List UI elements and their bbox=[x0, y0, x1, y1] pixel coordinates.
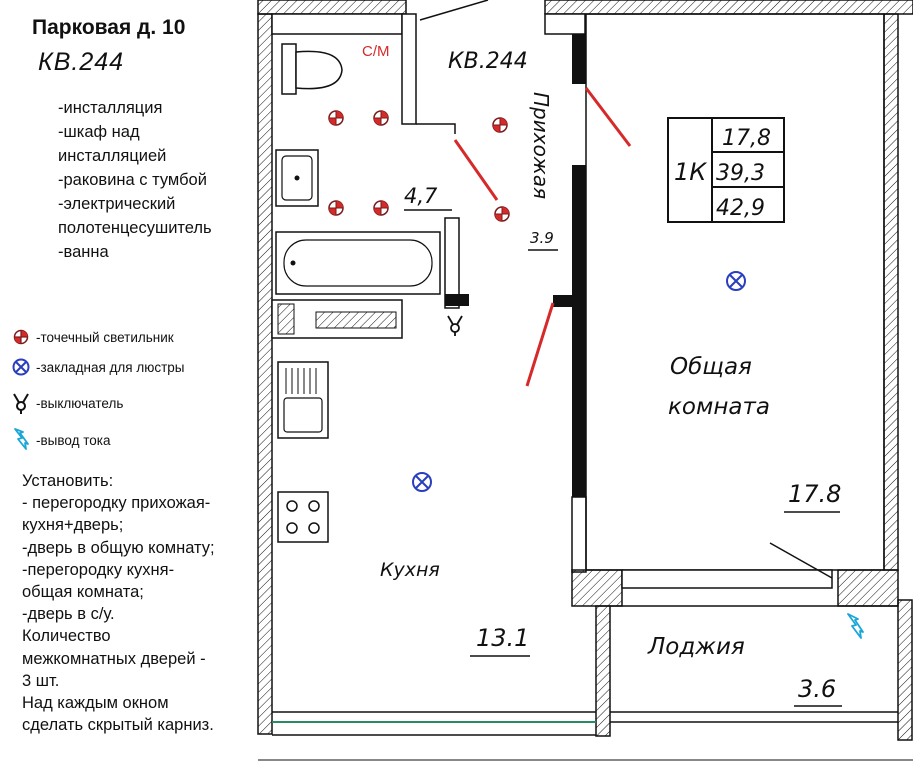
legend-item-spot-light: -точечный светильник bbox=[6, 328, 174, 346]
instruction-line: - перегородку прихожая- bbox=[22, 494, 211, 513]
partition-upper bbox=[572, 34, 586, 84]
loggia-left-wall bbox=[595, 605, 611, 737]
door-swing-line bbox=[419, 0, 489, 21]
legend-item-outlet: -вывод тока bbox=[6, 427, 110, 453]
partition-middle bbox=[572, 165, 586, 295]
loggia-wall-left bbox=[571, 569, 623, 607]
instruction-line: Установить: bbox=[22, 472, 114, 490]
legend-label: -выключатель bbox=[36, 395, 124, 411]
instruction-line: кухня+дверь; bbox=[22, 516, 124, 535]
red-marker-line bbox=[584, 87, 632, 147]
equipment-item: инсталляцией bbox=[58, 147, 167, 165]
right-outer-wall bbox=[883, 13, 899, 571]
legend-label: -вывод тока bbox=[36, 432, 111, 448]
instructions-list: Установить: - перегородку прихожая- кухн… bbox=[22, 470, 215, 736]
summary-type: 1К bbox=[674, 158, 707, 186]
stove-fixture bbox=[277, 491, 329, 543]
equipment-item: -электрический bbox=[58, 195, 176, 213]
living-room-area: 17.8 bbox=[788, 480, 841, 508]
summary-living-total: 39,3 bbox=[716, 161, 765, 186]
spot-light-icons bbox=[328, 110, 510, 222]
bathtub-fixture bbox=[275, 231, 441, 295]
loggia-right-wall bbox=[897, 599, 913, 741]
spot-light-icon bbox=[6, 328, 36, 346]
kitchen-area: 13.1 bbox=[476, 624, 529, 652]
partition-base bbox=[571, 496, 587, 573]
top-wall bbox=[257, 0, 407, 15]
equipment-item: -шкаф над bbox=[58, 123, 140, 141]
bathroom-right-lower-wall bbox=[444, 217, 460, 309]
instruction-line: 3 шт. bbox=[22, 671, 60, 690]
legend-item-chandelier: -закладная для люстры bbox=[6, 357, 185, 377]
sm-label: С/М bbox=[362, 43, 390, 60]
instruction-line: Над каждым окном bbox=[22, 694, 169, 713]
equipment-item: полотенцесушитель bbox=[58, 219, 212, 237]
hallway-area: 3.9 bbox=[530, 229, 554, 247]
living-room-label-2: комната bbox=[668, 394, 770, 420]
chandelier-mount-icon bbox=[726, 271, 746, 291]
bathroom-top-wall bbox=[271, 13, 403, 35]
plan-apartment-label: КВ.244 bbox=[448, 49, 528, 74]
toilet-fixture bbox=[281, 43, 343, 95]
instruction-line: -дверь в общую комнату; bbox=[22, 538, 215, 557]
loggia-wall-right bbox=[837, 569, 899, 607]
loggia-label: Лоджия bbox=[647, 634, 745, 660]
instruction-line: Количество bbox=[22, 627, 111, 646]
address-title: Парковая д. 10 bbox=[32, 16, 186, 39]
instruction-line: -дверь в с/у. bbox=[22, 605, 115, 624]
legend-label: -точечный светильник bbox=[36, 329, 174, 345]
hallway-label: Прихожая bbox=[529, 92, 553, 199]
instruction-line: -перегородку кухня- bbox=[22, 560, 175, 579]
instruction-line: межкомнатных дверей - bbox=[22, 649, 206, 668]
kitchen-sink-fixture bbox=[277, 361, 329, 439]
equipment-item: -ванна bbox=[58, 243, 109, 261]
switch-icon bbox=[447, 315, 463, 336]
equipment-item: -инсталляция bbox=[58, 99, 163, 117]
bathroom-right-upper-wall bbox=[401, 13, 417, 125]
kitchen-label: Кухня bbox=[380, 559, 440, 581]
instruction-line: сделать скрытый карниз. bbox=[22, 716, 214, 735]
partition-lower bbox=[572, 307, 586, 497]
chandelier-mount-icon bbox=[6, 357, 36, 377]
red-marker-line bbox=[525, 302, 555, 387]
living-room-label: Общая bbox=[670, 354, 752, 380]
equipment-list: -инсталляция -шкаф над инсталляцией -рак… bbox=[58, 96, 212, 264]
switch-icon bbox=[6, 391, 36, 415]
top-wall-right bbox=[544, 0, 913, 15]
summary-living-area: 17,8 bbox=[722, 126, 771, 151]
loggia-area: 3.6 bbox=[798, 675, 836, 703]
apartment-summary-box bbox=[667, 117, 785, 223]
apartment-label: КВ.244 bbox=[38, 48, 125, 76]
red-marker-line bbox=[453, 139, 499, 201]
bathroom-area: 4,7 bbox=[404, 184, 438, 208]
equipment-item: -раковина с тумбой bbox=[58, 171, 207, 189]
left-outer-wall bbox=[257, 13, 273, 735]
legend-label: -закладная для люстры bbox=[36, 359, 185, 375]
sink-fixture bbox=[275, 149, 319, 207]
power-outlet-icon bbox=[847, 613, 864, 639]
instruction-line: общая комната; bbox=[22, 583, 144, 602]
bathroom-door-jamb bbox=[445, 294, 469, 306]
summary-total-area: 42,9 bbox=[716, 196, 765, 221]
loggia-window-frame bbox=[621, 569, 833, 589]
power-outlet-icon bbox=[6, 427, 36, 453]
legend-item-switch: -выключатель bbox=[6, 391, 123, 415]
chandelier-mount-icon bbox=[412, 472, 432, 492]
